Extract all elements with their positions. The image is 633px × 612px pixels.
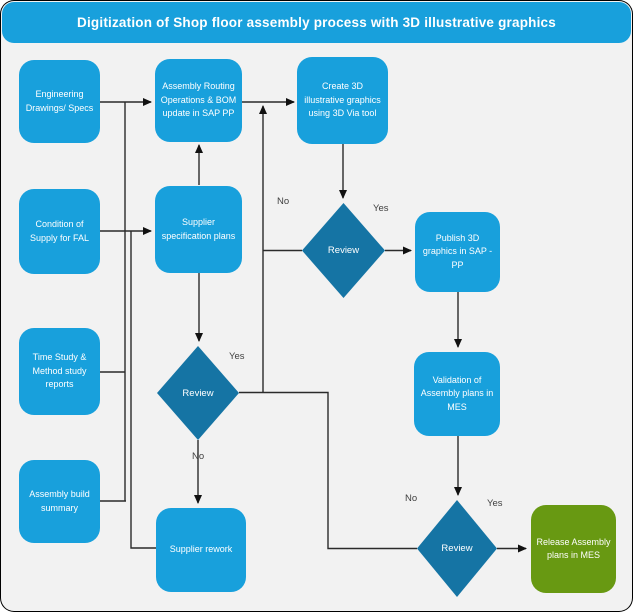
diagram-title: Digitization of Shop floor assembly proc… [2, 2, 631, 43]
branch-label-review3-no: No [405, 493, 418, 504]
node-supplier-specification: Supplier specification plans [155, 186, 242, 273]
node-time-study: Time Study & Method study reports [19, 328, 100, 415]
branch-label-review1-yes: Yes [373, 203, 389, 214]
node-assembly-build-summary: Assembly build summary [19, 460, 100, 543]
edge-review2-yes-review3-no-loop [239, 391, 417, 550]
decision-review-3-label: Review [441, 543, 473, 554]
branch-label-review3-yes: Yes [487, 498, 503, 509]
decision-review-1-label: Review [327, 245, 360, 256]
node-engineering-drawings: Engineering Drawings/ Specs [19, 60, 100, 143]
node-condition-of-supply: Condition of Supply for FAL [19, 189, 100, 274]
node-supplier-rework: Supplier rework [156, 508, 246, 592]
node-assembly-routing: Assembly Routing Operations & BOM update… [155, 59, 242, 142]
branch-label-review2-yes: Yes [229, 351, 245, 362]
node-publish-3d: Publish 3D graphics in SAP -PP [415, 212, 500, 292]
node-create-3d-graphics: Create 3D illustrative graphics using 3D… [297, 57, 388, 144]
branch-label-review1-no: No [277, 196, 290, 207]
node-validation-mes: Validation of Assembly plans in MES [414, 352, 500, 436]
decision-review-2-label: Review [182, 387, 214, 399]
branch-label-review2-no: No [192, 451, 205, 462]
edge-rework-return [130, 231, 156, 549]
node-release-assembly-plans: Release Assembly plans in MES [531, 505, 616, 593]
